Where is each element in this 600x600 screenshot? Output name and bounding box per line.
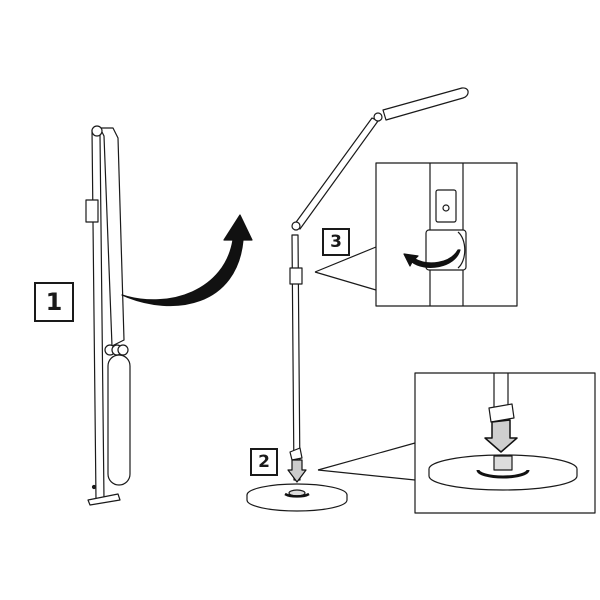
unfold-arrow-icon (121, 214, 253, 307)
step-1-label: 1 (34, 282, 74, 322)
step-3-label: 3 (322, 228, 350, 256)
callout-base-detail (317, 372, 596, 514)
assembled-lamp (246, 87, 469, 512)
step-2-label: 2 (250, 448, 278, 476)
folded-lamp (85, 125, 131, 506)
rotate-clip-arrow-icon (403, 249, 461, 268)
callout-clip-detail (314, 162, 518, 307)
